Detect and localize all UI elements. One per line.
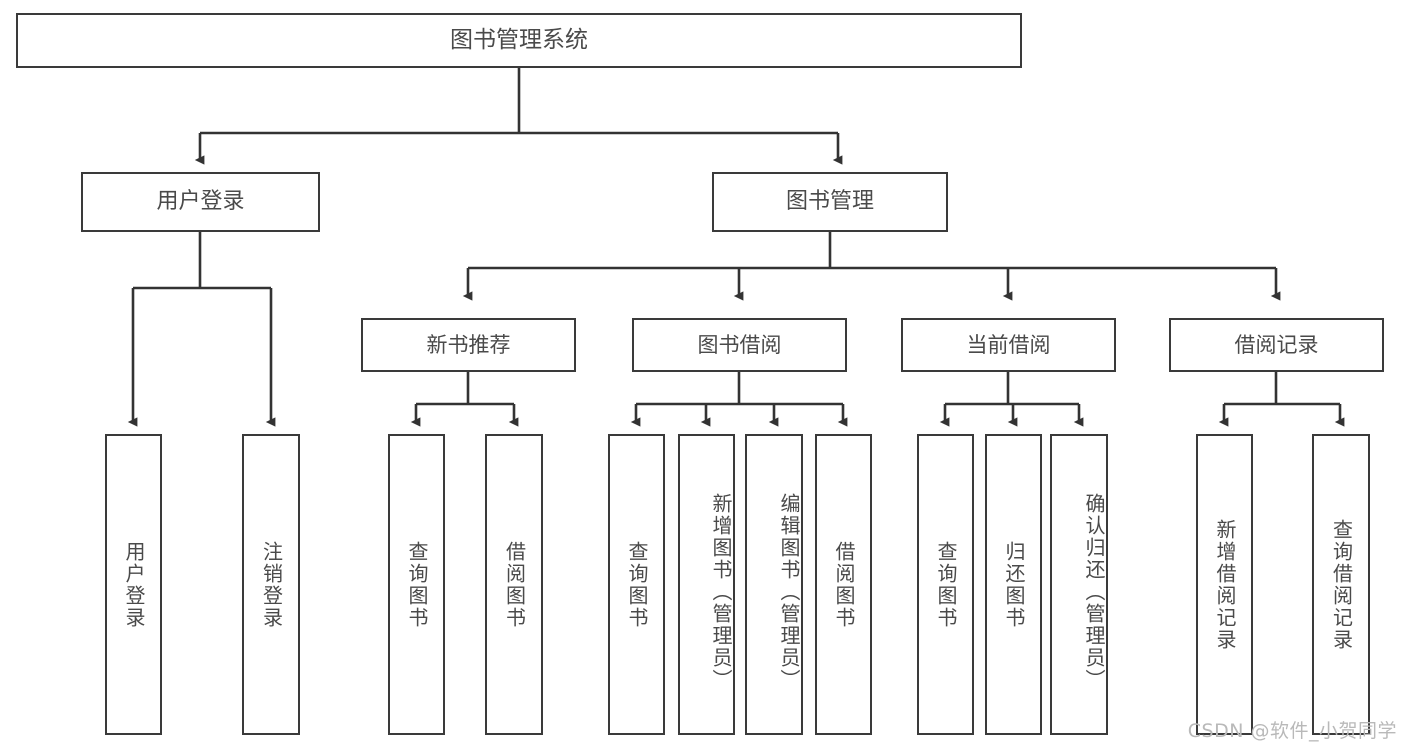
- node-current-borrow[interactable]: 当前借阅: [901, 318, 1116, 372]
- leaf-user-logout[interactable]: 注销登录: [242, 434, 300, 735]
- leaf-borrow-edit-book-admin[interactable]: 编辑图书（管理员）: [745, 434, 803, 735]
- leaf-record-query-record[interactable]: 查询借阅记录: [1312, 434, 1370, 735]
- leaf-new-book-borrow[interactable]: 借阅图书: [485, 434, 543, 735]
- node-new-book-recommend[interactable]: 新书推荐: [361, 318, 576, 372]
- node-borrow-record[interactable]: 借阅记录: [1169, 318, 1384, 372]
- leaf-borrow-add-book-admin[interactable]: 新增图书（管理员）: [678, 434, 735, 735]
- node-user-login[interactable]: 用户登录: [81, 172, 320, 232]
- leaf-record-add-record[interactable]: 新增借阅记录: [1196, 434, 1253, 735]
- leaf-new-book-query[interactable]: 查询图书: [388, 434, 445, 735]
- leaf-user-login[interactable]: 用户登录: [105, 434, 162, 735]
- node-book-management[interactable]: 图书管理: [712, 172, 948, 232]
- leaf-current-return-book[interactable]: 归还图书: [985, 434, 1042, 735]
- leaf-borrow-query-book[interactable]: 查询图书: [608, 434, 665, 735]
- leaf-current-query-book[interactable]: 查询图书: [917, 434, 974, 735]
- leaf-current-confirm-return-admin[interactable]: 确认归还（管理员）: [1050, 434, 1108, 735]
- node-root[interactable]: 图书管理系统: [16, 13, 1022, 68]
- node-book-borrow[interactable]: 图书借阅: [632, 318, 847, 372]
- watermark-text: CSDN @软件_小贺同学: [1187, 720, 1397, 742]
- leaf-borrow-borrow-book[interactable]: 借阅图书: [815, 434, 872, 735]
